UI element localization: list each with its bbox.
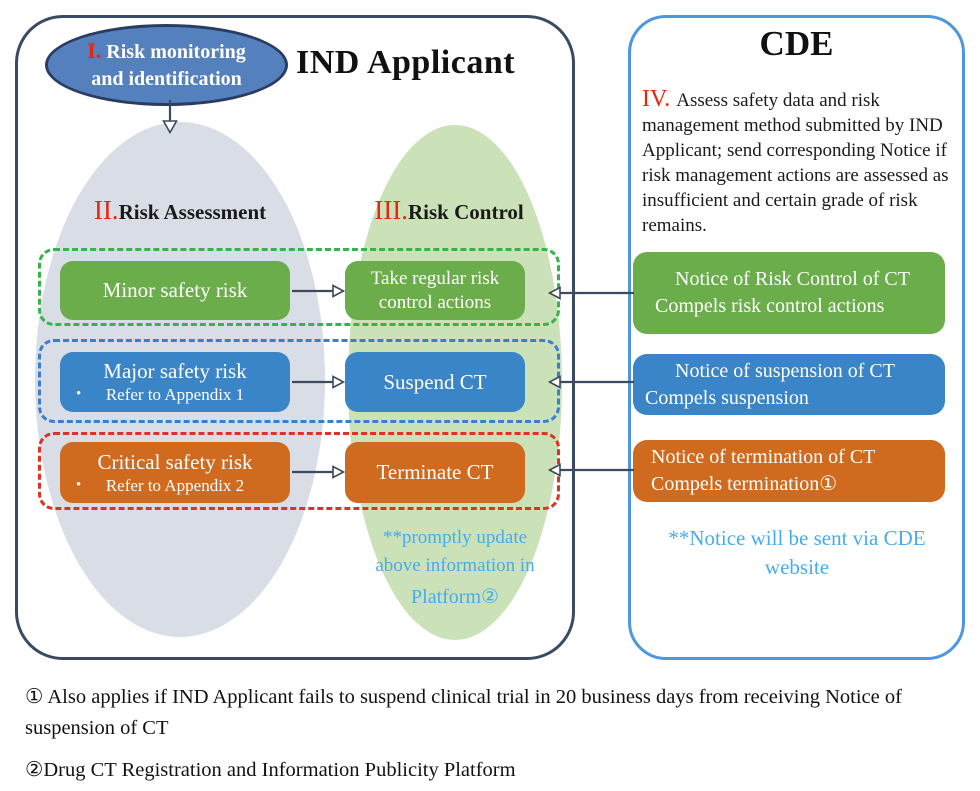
- platform-update-note: **promptly update above information in P…: [375, 527, 535, 608]
- risk-monitoring-line2: and identification: [91, 68, 242, 90]
- notice-termination-box: Notice of termination of CT Compels term…: [633, 440, 945, 502]
- down-arrow-icon: [162, 100, 178, 135]
- ind-panel-border: [15, 15, 575, 660]
- cde-website-note: **Notice will be sent via CDE website: [668, 526, 926, 579]
- cde-assessment-paragraph: IV.Assess safety data and risk managemen…: [642, 86, 949, 237]
- right-arrow-icon: [292, 465, 346, 479]
- minor-safety-risk-box: Minor safety risk: [60, 261, 290, 320]
- take-risk-control-actions-box: Take regular risk control actions: [345, 261, 525, 320]
- appendix-1-reference: Refer to Appendix 1: [105, 385, 245, 404]
- footnote-1: ① Also applies if IND Applicant fails to…: [25, 686, 902, 739]
- numeral-iv: IV.: [642, 86, 671, 112]
- left-arrow-icon: [547, 463, 634, 477]
- arrow-major-to-suspend: [292, 374, 346, 390]
- arrow-monitoring-to-assessment: [159, 100, 181, 135]
- notice-suspension-box: Notice of suspension of CT Compels suspe…: [633, 354, 945, 415]
- appendix-2-reference: Refer to Appendix 2: [105, 475, 245, 495]
- notice-risk-control-box: Notice of Risk Control of CT Compels ris…: [633, 252, 945, 334]
- footnote-2: ②Drug CT Registration and Information Pu…: [25, 759, 516, 781]
- risk-control-label: III.Risk Control: [374, 195, 524, 225]
- arrow-notice-termination: [547, 462, 634, 478]
- arrow-notice-suspension: [547, 374, 634, 390]
- cde-panel-border: [628, 15, 965, 660]
- numeral-i: I.: [87, 38, 102, 63]
- numeral-iii: III.: [374, 195, 408, 225]
- minor-risk-row-outline: [38, 248, 560, 326]
- terminate-ct-box: Terminate CT: [345, 442, 525, 503]
- bullet-icon: •: [76, 476, 82, 493]
- left-arrow-icon: [547, 286, 634, 300]
- bullet-icon: •: [76, 386, 82, 402]
- right-arrow-icon: [292, 375, 346, 389]
- suspend-ct-box: Suspend CT: [345, 352, 525, 412]
- risk-assessment-label: II.Risk Assessment: [93, 195, 267, 225]
- cde-panel-title: CDE: [759, 24, 834, 63]
- arrow-minor-to-action: [292, 283, 346, 299]
- risk-monitoring-ellipse: I.Risk monitoring and identification: [45, 24, 288, 106]
- ind-panel-title: IND Applicant: [296, 44, 516, 81]
- numeral-ii: II.: [93, 195, 119, 225]
- right-arrow-icon: [292, 284, 346, 298]
- risk-monitoring-line1: I.Risk monitoring: [87, 38, 246, 63]
- critical-safety-risk-box: Critical safety risk •Refer to Appendix …: [60, 442, 290, 503]
- arrow-notice-risk-control: [547, 285, 634, 301]
- left-arrow-icon: [547, 375, 634, 389]
- major-safety-risk-box: Major safety risk •Refer to Appendix 1: [60, 352, 290, 412]
- arrow-critical-to-terminate: [292, 464, 346, 480]
